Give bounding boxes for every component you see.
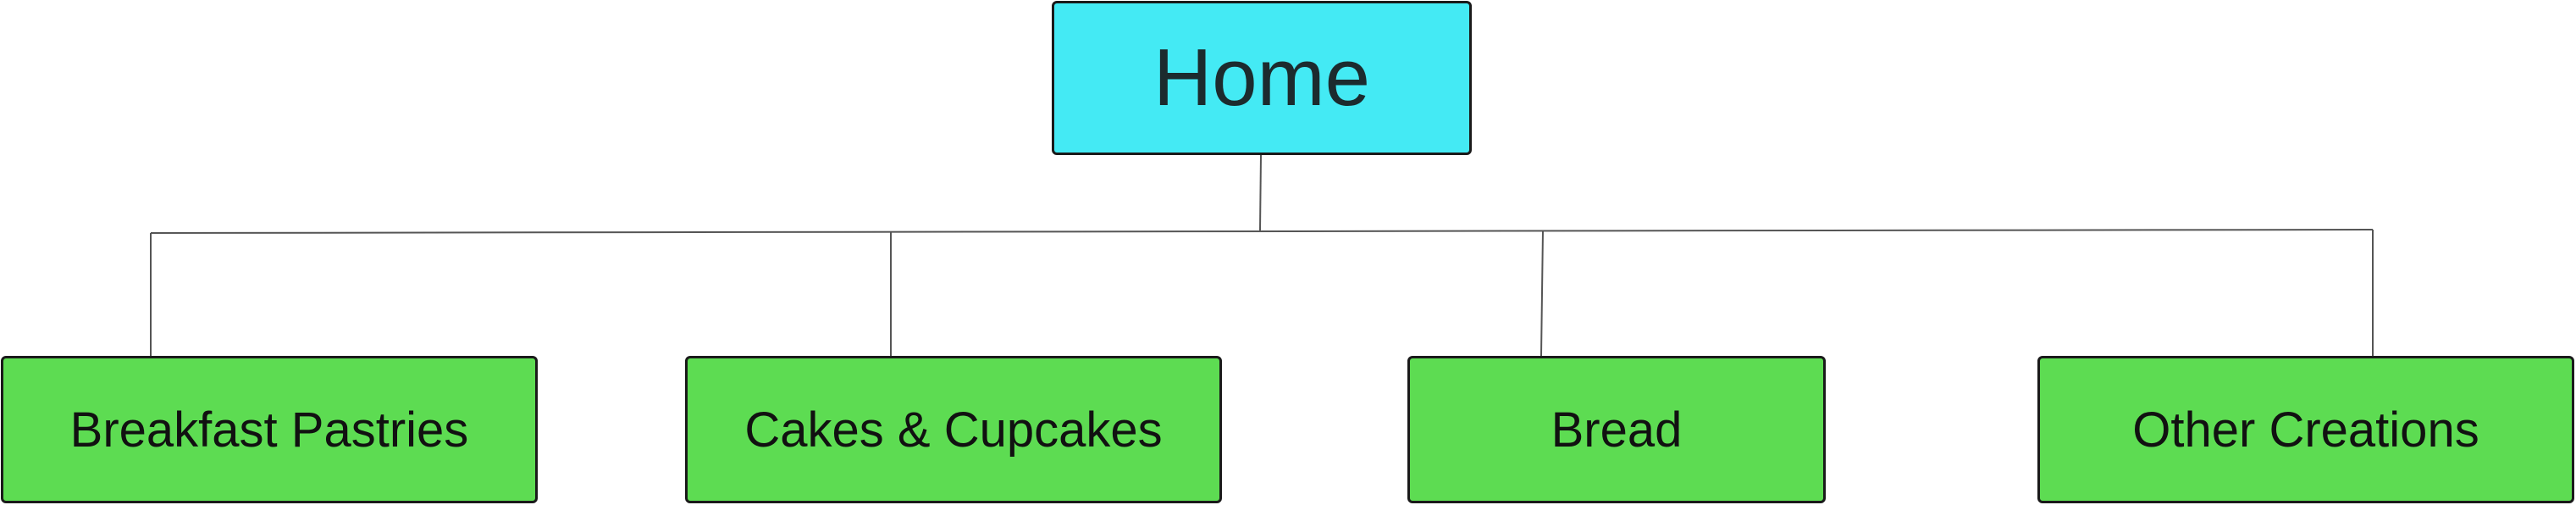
other-creations-label: Other Creations bbox=[2132, 402, 2479, 458]
breakfast-pastries-label: Breakfast Pastries bbox=[69, 402, 469, 458]
bread-label: Bread bbox=[1551, 402, 1683, 458]
connector-bread bbox=[1540, 230, 1544, 357]
other-creations-node[interactable]: Other Creations bbox=[2037, 356, 2574, 503]
cakes-cupcakes-node[interactable]: Cakes & Cupcakes bbox=[685, 356, 1222, 503]
connector-root-stem bbox=[1259, 154, 1262, 231]
home-node-label: Home bbox=[1153, 32, 1371, 123]
bread-node[interactable]: Bread bbox=[1407, 356, 1826, 503]
connector-horizontal-bar bbox=[150, 229, 2374, 234]
cakes-cupcakes-label: Cakes & Cupcakes bbox=[744, 402, 1163, 458]
home-node[interactable]: Home bbox=[1052, 1, 1472, 155]
breakfast-pastries-node[interactable]: Breakfast Pastries bbox=[1, 356, 538, 503]
